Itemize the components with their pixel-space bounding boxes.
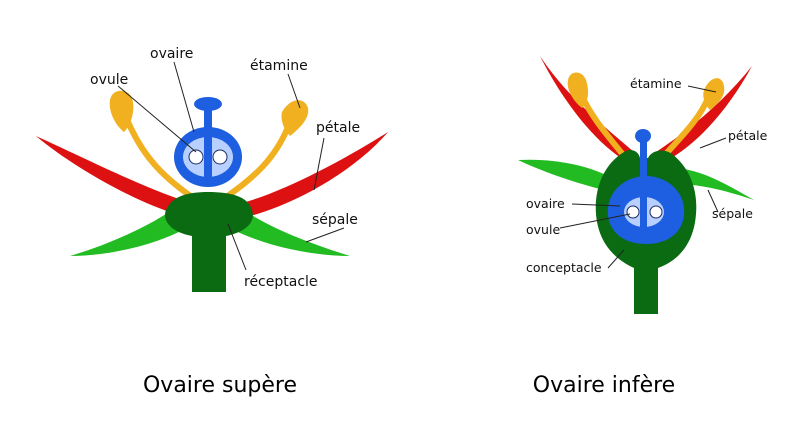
style xyxy=(204,104,212,180)
petal-left xyxy=(36,136,182,214)
leader-sepale xyxy=(707,189,719,213)
label-ovaire: ovaire xyxy=(150,46,193,62)
label-etamine: étamine xyxy=(630,76,682,91)
stamen-left-filament xyxy=(121,109,199,203)
petal-left xyxy=(540,56,634,160)
caption-inferior-ovary: Ovaire infère xyxy=(533,373,675,398)
label-ovule: ovule xyxy=(90,72,128,88)
superior-ovary-flower: ovaire ovule étamine pétale sépale récep… xyxy=(36,46,388,292)
label-petale: pétale xyxy=(316,120,360,136)
ovule-right xyxy=(212,149,228,165)
stamen-right-anther xyxy=(281,100,309,136)
sepal-right xyxy=(226,206,350,256)
label-ovaire: ovaire xyxy=(526,196,565,211)
stamen-left-anther xyxy=(109,90,134,132)
label-receptacle: réceptacle xyxy=(244,274,318,290)
caption-superior-ovary: Ovaire supère xyxy=(143,373,297,398)
label-sepale: sépale xyxy=(312,212,358,228)
leader-sepale xyxy=(305,227,345,243)
leader-conceptacle xyxy=(607,249,625,269)
petal-right xyxy=(238,132,388,218)
leader-petale xyxy=(313,137,325,191)
style xyxy=(640,136,647,234)
leader-ovule xyxy=(117,85,197,153)
ovule-left xyxy=(626,205,640,219)
stamen-right-anther xyxy=(703,78,725,110)
stigma xyxy=(194,97,222,111)
label-sepale: sépale xyxy=(712,206,753,221)
label-petale: pétale xyxy=(728,128,768,143)
sepal-right xyxy=(676,168,754,200)
sepal-left xyxy=(518,159,612,190)
receptacle xyxy=(165,192,253,292)
leader-ovaire xyxy=(173,61,195,133)
label-etamine: étamine xyxy=(250,58,308,74)
leader-ovule xyxy=(559,213,631,229)
leader-petale xyxy=(699,137,727,149)
ovule-left xyxy=(188,149,204,165)
inferior-ovary-flower: étamine pétale sépale ovaire ovule conce… xyxy=(518,56,768,314)
sepal-left xyxy=(70,206,190,256)
leader-etamine xyxy=(287,73,301,109)
label-ovule: ovule xyxy=(526,222,560,237)
label-conceptacle: conceptacle xyxy=(526,260,602,275)
stamen-left-anther xyxy=(567,72,589,108)
ovule-right xyxy=(649,205,663,219)
leader-ovaire xyxy=(571,203,621,207)
stigma xyxy=(635,129,651,143)
leader-etamine xyxy=(687,85,717,93)
leader-receptacle xyxy=(227,223,247,271)
